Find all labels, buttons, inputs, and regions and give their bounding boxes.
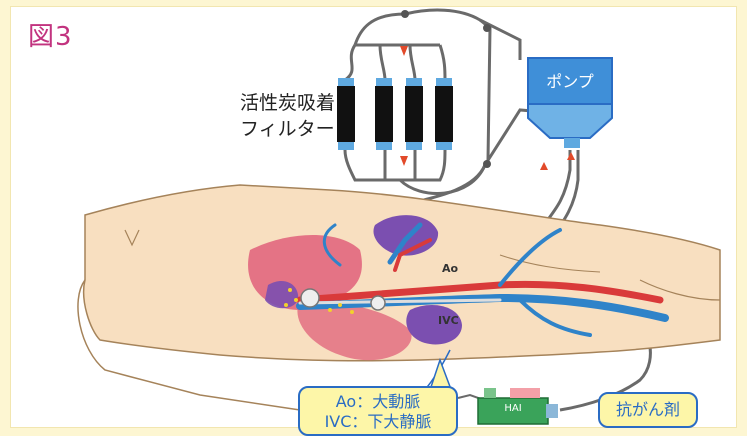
tube-branch-1: [345, 45, 355, 80]
filter-cartridge: [405, 78, 423, 150]
filter-cartridge: [375, 78, 393, 150]
junction-top: [483, 24, 491, 32]
balloon-lower: [371, 296, 385, 310]
legend-line2: IVC：下大静脈: [300, 412, 456, 432]
filter-cartridge: [435, 78, 453, 150]
figure-label: 図3: [28, 16, 73, 53]
ao-label: Ao: [442, 262, 458, 275]
filter-cartridge: [337, 78, 355, 150]
filter-label-line2: フィルター: [240, 116, 335, 142]
legend-line1: Ao：大動脈: [300, 392, 456, 412]
tube-top-left: [355, 14, 405, 45]
filter-label-line1: 活性炭吸着: [240, 90, 335, 116]
drug-callout: 抗がん剤: [598, 392, 698, 428]
filter-label: 活性炭吸着 フィルター: [240, 90, 335, 142]
legend-callout: Ao：大動脈 IVC：下大静脈: [298, 386, 458, 436]
balloon-upper: [301, 289, 319, 307]
junction-bottom: [483, 160, 491, 168]
pump-label: ポンプ: [530, 68, 610, 92]
tube-top: [405, 10, 520, 60]
hai-label: HAI: [493, 403, 533, 414]
ivc-label: IVC: [438, 314, 459, 327]
filter-cartridges: [337, 78, 453, 150]
